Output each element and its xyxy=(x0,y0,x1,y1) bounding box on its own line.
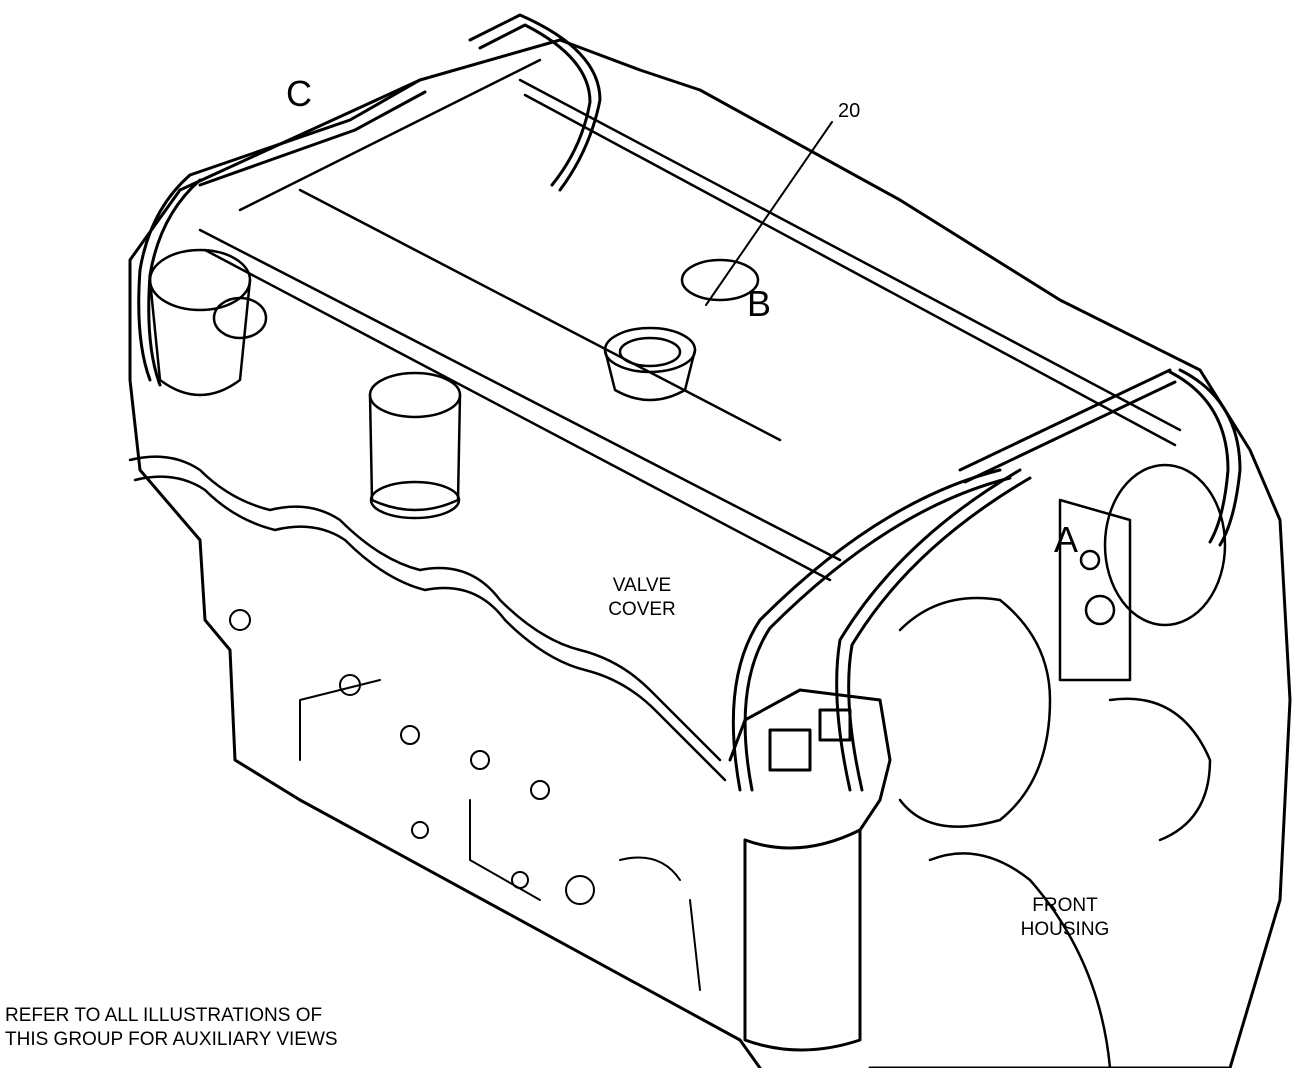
hose-lines xyxy=(137,13,1242,792)
note-line-2: THIS GROUP FOR AUXILIARY VIEWS xyxy=(5,1029,338,1050)
left-cylinder-housings xyxy=(148,248,462,520)
callout-20: 20 xyxy=(838,100,861,122)
valve-cover-label: VALVE COVER xyxy=(597,574,687,622)
valve-cover-flange xyxy=(128,455,727,782)
front-housing-label: FRONT HOUSING xyxy=(1005,894,1125,942)
valve-cover-rails xyxy=(198,58,1182,582)
filter-canister xyxy=(728,688,892,1052)
valve-cover-label-line-1: VALVE xyxy=(612,575,672,596)
filler-neck xyxy=(603,258,760,402)
front-housing-label-line-1: FRONT xyxy=(1032,895,1098,916)
callout-c: C xyxy=(286,73,312,114)
front-housing-label-line-2: HOUSING xyxy=(1020,919,1110,940)
lower-block-details xyxy=(229,609,701,991)
engine-block-outline xyxy=(128,38,1292,1068)
callout-a: A xyxy=(1054,519,1079,560)
callout-b: B xyxy=(747,283,772,324)
front-housing-outline xyxy=(898,463,1227,1068)
valve-cover-label-line-2: COVER xyxy=(608,599,676,620)
leader-line-20 xyxy=(705,121,833,306)
note-line-1: REFER TO ALL ILLUSTRATIONS OF xyxy=(5,1005,323,1026)
auxiliary-views-note: REFER TO ALL ILLUSTRATIONS OF THIS GROUP… xyxy=(5,1004,338,1052)
